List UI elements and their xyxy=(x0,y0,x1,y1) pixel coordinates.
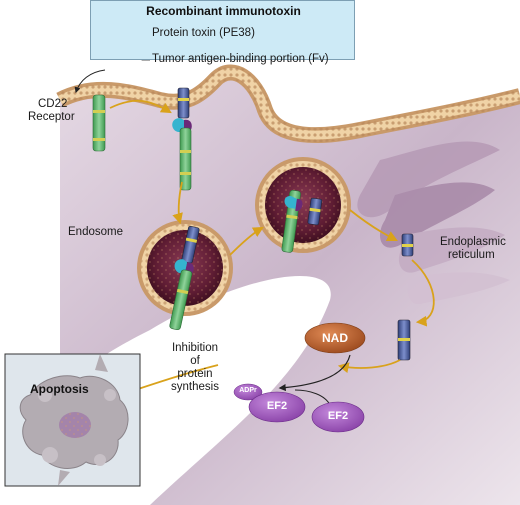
inhibition-label-line4: synthesis xyxy=(171,381,219,393)
cd22-receptor xyxy=(92,94,106,152)
nad-label: NAD xyxy=(322,331,348,345)
bound-immunotoxin xyxy=(172,87,192,191)
receptor-label-line1: CD22 xyxy=(38,98,68,110)
inhibition-label-line3: protein xyxy=(177,368,213,380)
endosome-label: Endosome xyxy=(68,226,123,238)
endosome-2 xyxy=(255,157,351,253)
receptor-label-line2: Receptor xyxy=(28,111,75,123)
pathway-arrows xyxy=(74,69,435,398)
endosome-1-complex xyxy=(169,225,200,331)
apoptosis-panel xyxy=(4,353,141,487)
apoptosis-label: Apoptosis xyxy=(30,382,89,396)
er-label-line2: reticulum xyxy=(448,249,495,261)
legend-binding-label: Tumor antigen-binding portion (Fv) xyxy=(152,53,329,65)
inhibition-label-line2: of xyxy=(190,355,200,367)
legend-title: Recombinant immunotoxin xyxy=(146,4,301,18)
reaction-arrow xyxy=(278,354,351,392)
legend-toxin-label: Protein toxin (PE38) xyxy=(152,27,255,39)
ef2-label: EF2 xyxy=(327,410,349,422)
er-label-line1: Endoplasmic xyxy=(440,236,506,248)
endoplasmic-reticulum xyxy=(357,141,510,305)
endosome-2-complex xyxy=(281,189,323,253)
toxin-fragment-cytosol xyxy=(397,319,411,361)
nad-molecule xyxy=(304,322,366,354)
adpr-label: ADPr xyxy=(239,387,257,394)
ef2-modified-molecule xyxy=(248,391,306,423)
ef2-modified-label: EF2 xyxy=(266,400,288,412)
adpr-tag xyxy=(233,383,263,401)
toxin-fragment-er xyxy=(401,233,414,257)
ef2-molecule xyxy=(311,401,365,433)
inhibition-label-line1: Inhibition xyxy=(171,342,219,354)
legend: Recombinant immunotoxin xyxy=(90,0,355,60)
